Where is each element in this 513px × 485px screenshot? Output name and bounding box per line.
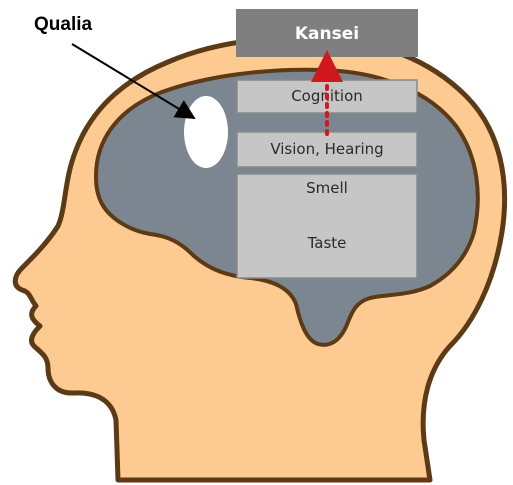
- kansei-label: Kansei: [295, 24, 359, 44]
- smell-label: Smell: [306, 179, 348, 197]
- taste-label: Taste: [307, 234, 347, 252]
- qualia-label: Qualia: [34, 14, 93, 35]
- vision-hearing-label: Vision, Hearing: [270, 140, 383, 158]
- qualia-spot: [184, 96, 228, 168]
